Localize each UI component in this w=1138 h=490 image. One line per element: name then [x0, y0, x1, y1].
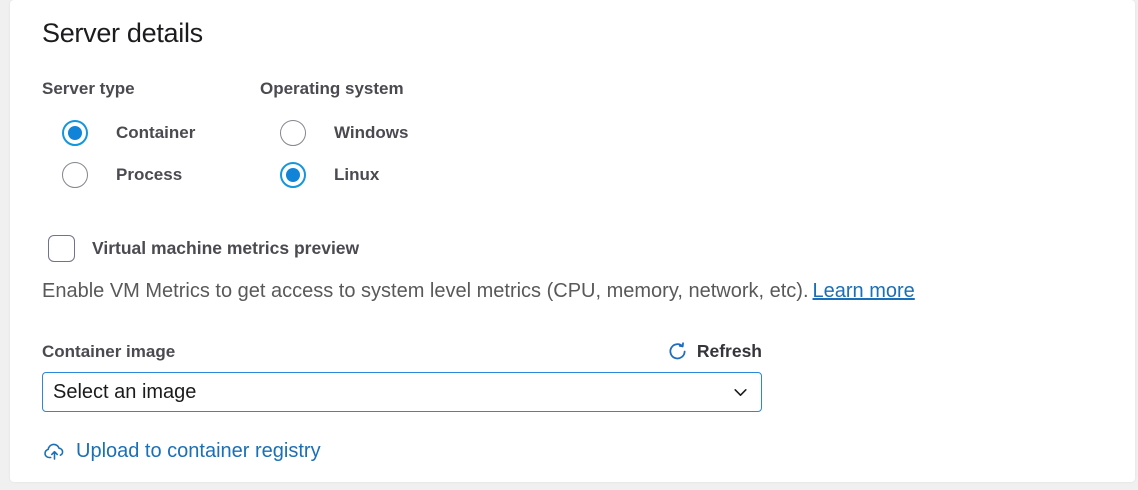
radio-option-label: Container [116, 123, 196, 142]
operating-system-label: Operating system [260, 79, 404, 98]
vm-metrics-checkbox-label: Virtual machine metrics preview [92, 238, 360, 258]
checkbox-icon[interactable] [48, 235, 75, 262]
learn-more-link[interactable]: Learn more [812, 280, 915, 302]
upload-to-registry-link[interactable]: Upload to container registry [42, 440, 321, 463]
cloud-upload-icon [42, 440, 67, 463]
radio-icon[interactable] [62, 120, 88, 146]
radio-option-label: Linux [334, 165, 380, 184]
refresh-button-label: Refresh [696, 341, 762, 361]
chevron-down-icon [732, 384, 749, 401]
refresh-button[interactable]: Refresh [667, 341, 762, 362]
upload-link-label: Upload to container registry [76, 440, 321, 462]
server-details-panel: Server details Server type Container Pro… [10, 0, 1135, 482]
select-value: Select an image [53, 380, 197, 403]
radio-icon[interactable] [280, 120, 306, 146]
radio-option-container[interactable]: Container [62, 120, 260, 146]
description-text: Enable VM Metrics to get access to syste… [42, 280, 809, 302]
vm-metrics-checkbox-row[interactable]: Virtual machine metrics preview [48, 235, 1135, 262]
operating-system-group: Operating system Windows Linux [260, 79, 408, 188]
radio-option-label: Process [116, 165, 183, 184]
server-type-label: Server type [42, 79, 135, 98]
radio-icon[interactable] [280, 162, 306, 188]
radio-option-windows[interactable]: Windows [280, 120, 408, 146]
server-type-group: Server type Container Process [42, 79, 260, 188]
container-image-label: Container image [42, 341, 176, 361]
radio-icon[interactable] [62, 162, 88, 188]
radio-option-process[interactable]: Process [62, 162, 260, 188]
vm-metrics-description: Enable VM Metrics to get access to syste… [42, 279, 1135, 303]
container-image-select[interactable]: Select an image [42, 372, 762, 412]
container-image-row: Container image Refresh [42, 341, 762, 362]
radio-groups: Server type Container Process Operating … [42, 79, 1135, 188]
radio-option-linux[interactable]: Linux [280, 162, 408, 188]
page-title: Server details [42, 18, 203, 48]
refresh-icon [667, 341, 688, 362]
radio-option-label: Windows [334, 123, 409, 142]
